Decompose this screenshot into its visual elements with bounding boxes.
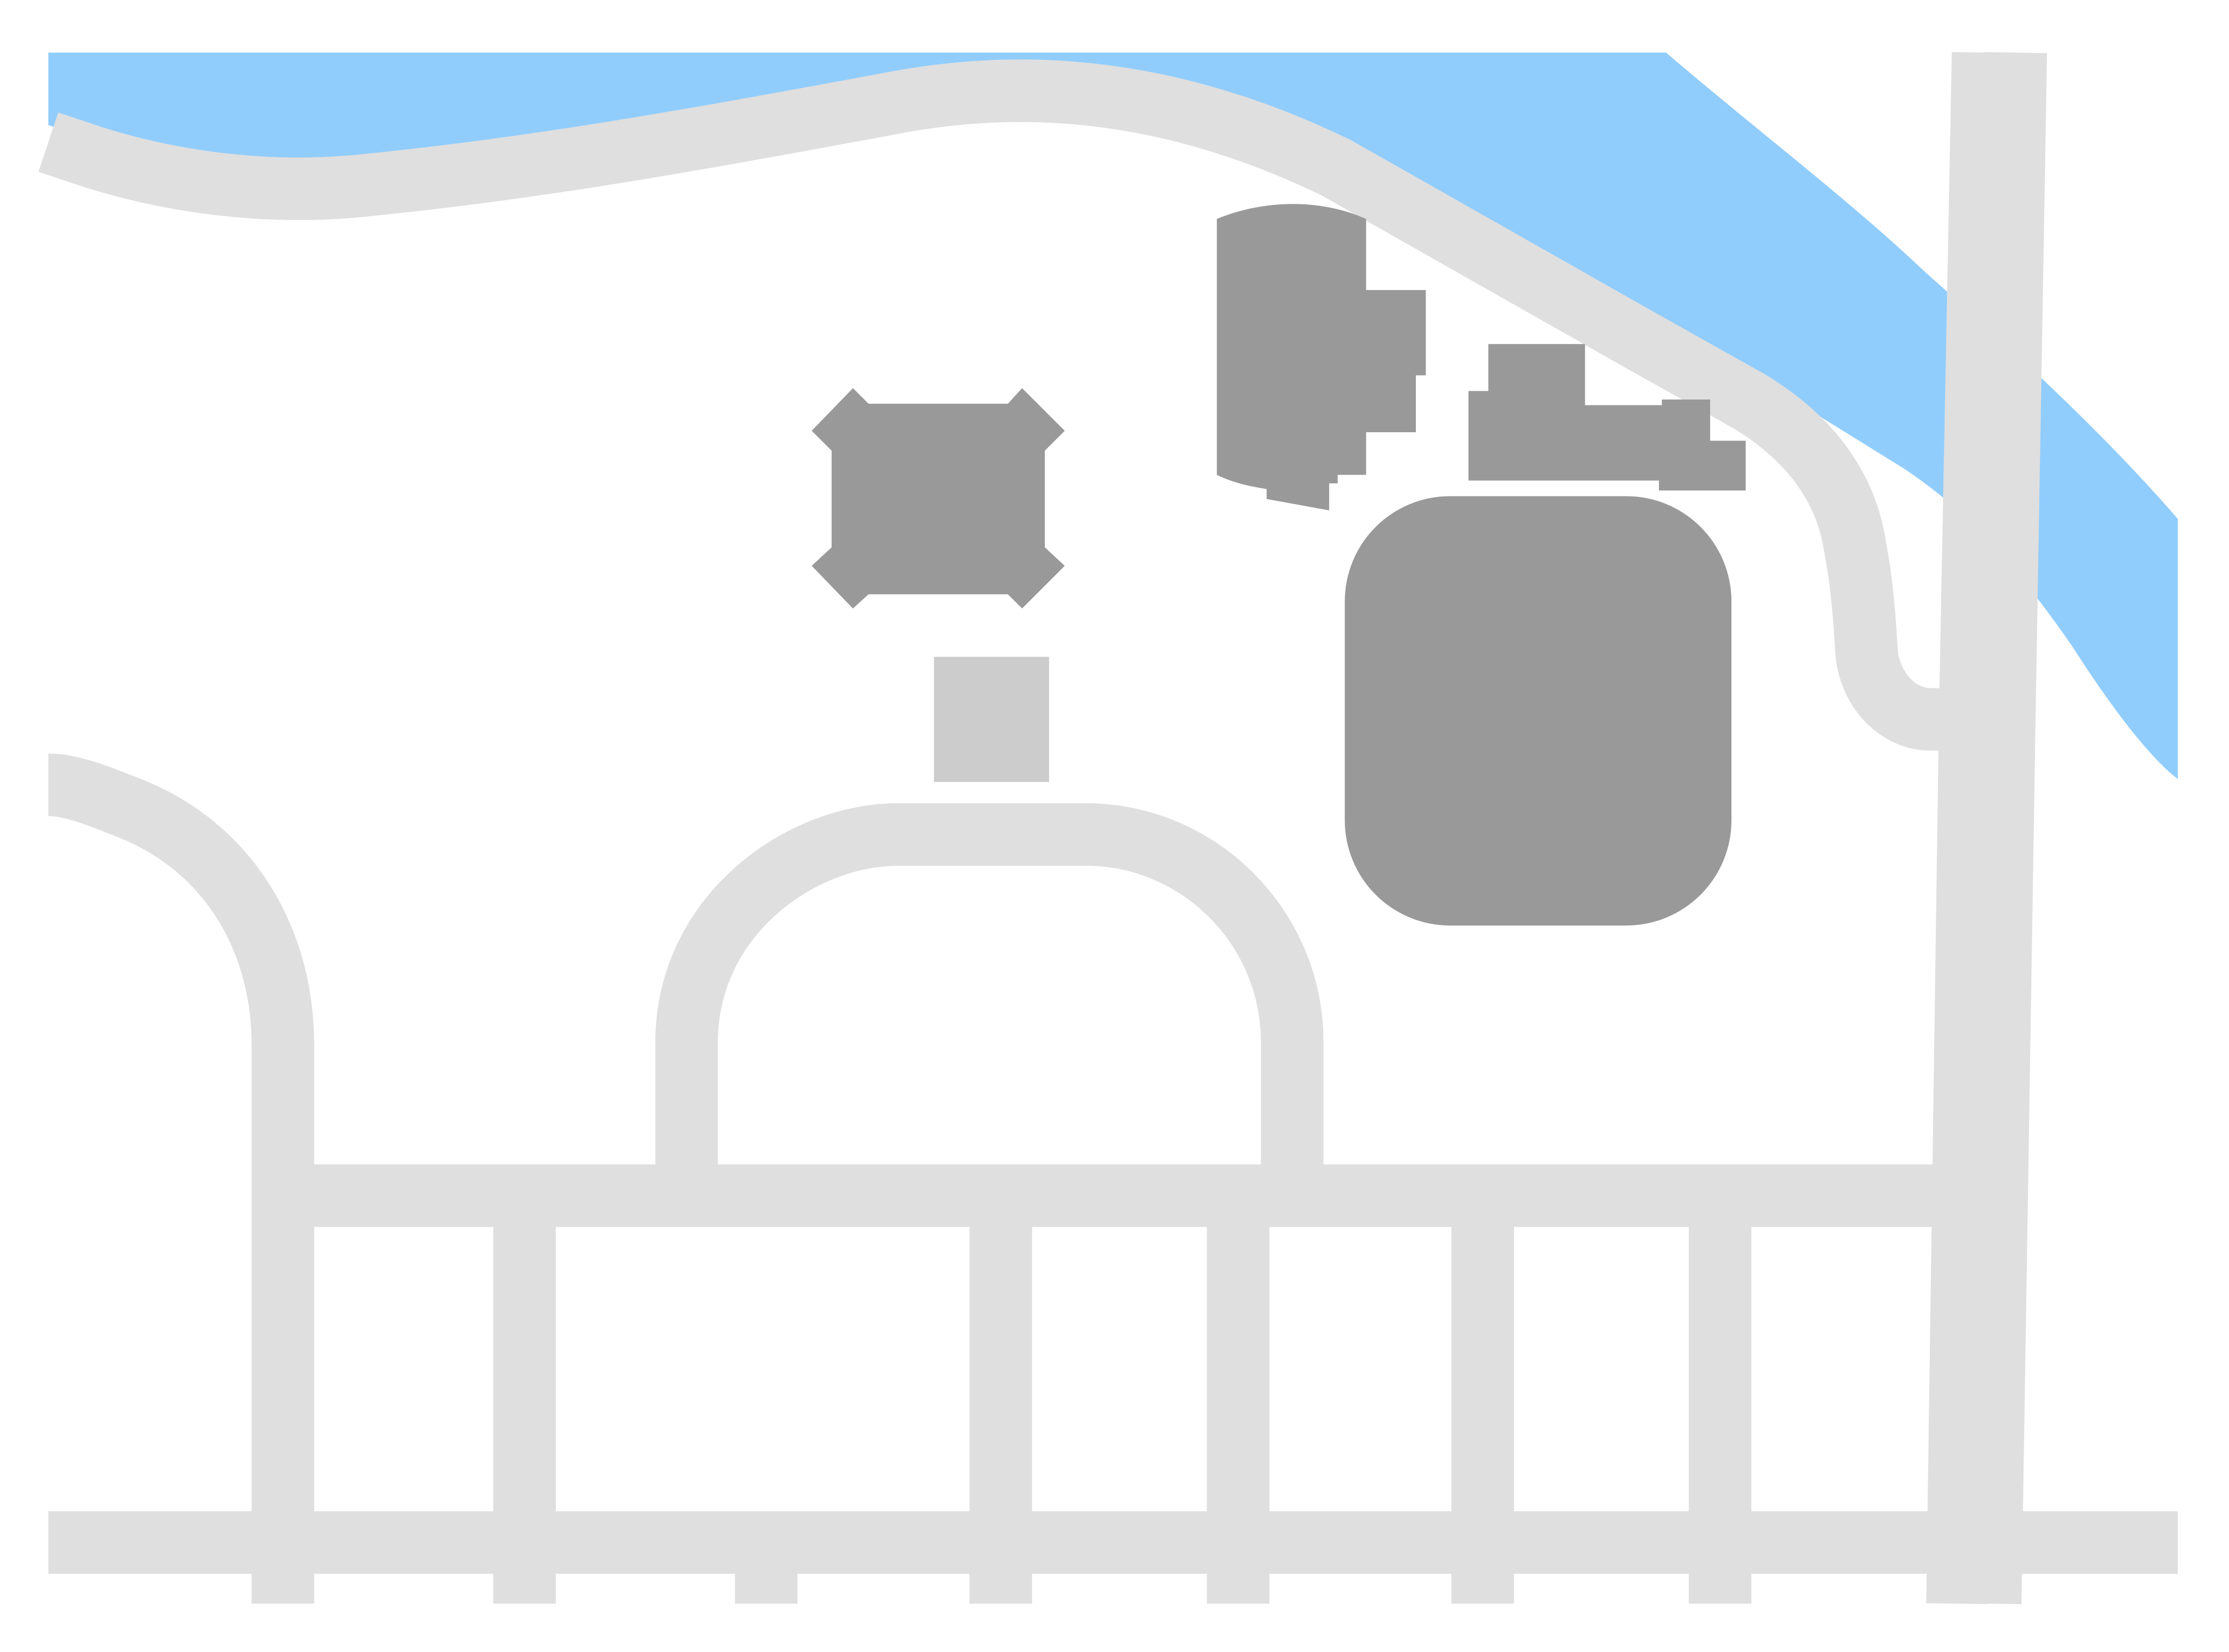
road-avenue-west <box>1926 52 2015 1605</box>
building-large-rounded[interactable] <box>1344 496 1732 926</box>
building-curved[interactable] <box>1216 204 1426 511</box>
building-stepped[interactable] <box>1468 344 1746 491</box>
buildings-layer <box>811 204 1746 926</box>
river <box>48 52 2178 779</box>
roads-layer <box>38 52 2178 1605</box>
road-riverside <box>38 59 1962 751</box>
road-west-curve <box>47 753 314 1604</box>
building-small[interactable] <box>934 657 1050 782</box>
road-avenue-east <box>1959 52 2048 1605</box>
building-square-corners[interactable] <box>811 388 1065 609</box>
road-loop <box>655 803 1324 1196</box>
water-layer <box>48 52 2178 779</box>
